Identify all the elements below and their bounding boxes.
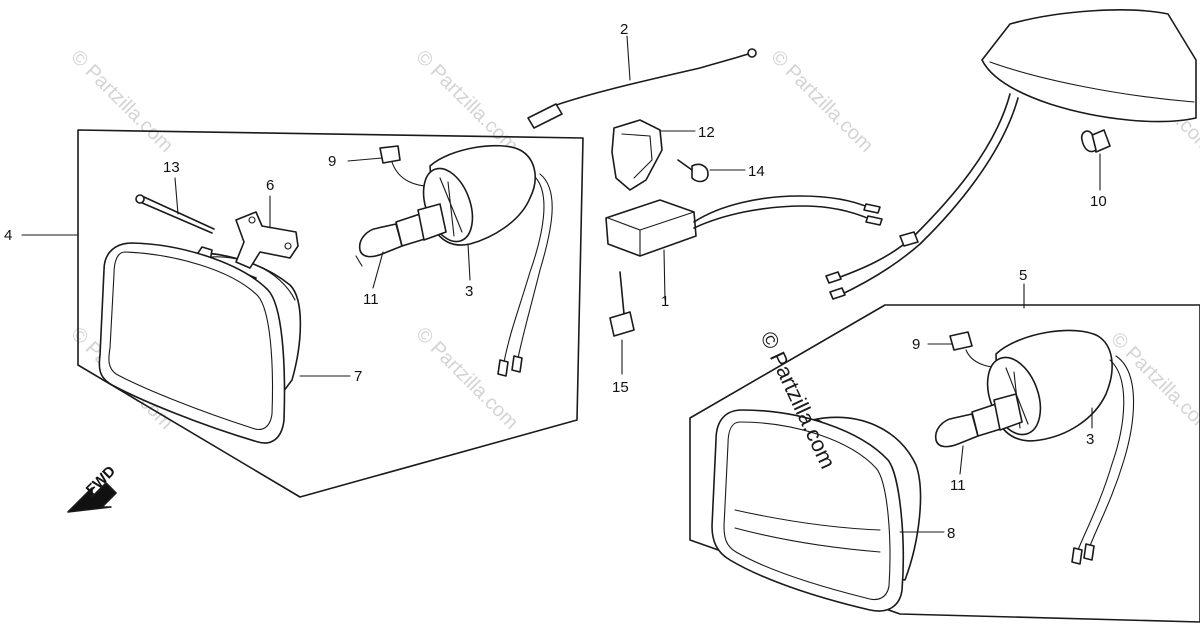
leader-9a <box>347 157 383 162</box>
leader-11b <box>959 445 964 475</box>
left-headlight-assembly <box>21 129 584 498</box>
bulb-connector <box>949 331 973 351</box>
watermark: © Partzilla.com <box>66 46 177 157</box>
right-assembly-boundary <box>689 304 1200 623</box>
indicator-lens-rim <box>989 61 1195 103</box>
leader-3a <box>467 243 471 281</box>
wire-clamp <box>611 119 663 191</box>
mounting-screw-shank <box>677 159 693 171</box>
callout-9-left: 9 <box>328 153 336 170</box>
watermark: © Partzilla.com <box>411 46 522 157</box>
callout-3-right: 3 <box>1086 431 1094 448</box>
watermark: © Partzilla.com <box>411 323 522 434</box>
indicator-wire-terminal <box>825 271 842 284</box>
leader-1 <box>663 249 666 301</box>
sub-harness-ring <box>747 48 757 58</box>
cotter-pin-eye <box>135 194 145 204</box>
relay-wire-terminal <box>865 215 883 226</box>
sub-harness-plug <box>527 103 563 129</box>
leader-13 <box>174 177 179 215</box>
callout-11-left: 11 <box>363 291 379 308</box>
leader-11a <box>372 251 384 289</box>
left-housing-rim <box>199 256 296 301</box>
wire-clamp-detail <box>621 133 653 179</box>
left-wire-terminal <box>497 359 509 377</box>
bulb-connector <box>379 145 401 164</box>
callout-7: 7 <box>354 368 362 385</box>
left-socket-inner <box>439 177 463 237</box>
watermark: © Partzilla.com <box>766 46 877 157</box>
relay-wire <box>693 195 871 223</box>
mount-grommet <box>609 311 635 337</box>
callout-1: 1 <box>661 293 669 310</box>
left-wire-terminal <box>511 355 523 373</box>
bracket-hole <box>284 242 292 250</box>
callout-14: 14 <box>748 163 765 180</box>
indicator-lens <box>981 9 1197 123</box>
callout-9-right: 9 <box>912 336 920 353</box>
indicator-lamp-group <box>825 9 1197 300</box>
mount-grommet-pin <box>619 271 625 315</box>
relay-unit-edge <box>607 211 695 257</box>
leader-2 <box>626 35 631 81</box>
fwd-arrow-icon <box>67 482 117 513</box>
callout-6: 6 <box>266 177 274 194</box>
right-bulb-flange <box>993 393 1023 431</box>
indicator-bulb-glass <box>1080 130 1097 153</box>
left-halogen-bulb <box>358 223 403 258</box>
callout-11-right: 11 <box>950 477 966 494</box>
relay-unit <box>605 199 697 257</box>
callout-5: 5 <box>1019 267 1027 284</box>
callout-10: 10 <box>1090 193 1107 210</box>
left-headlight-lens <box>98 242 286 444</box>
callout-8: 8 <box>947 525 955 542</box>
right-socket-wire <box>1089 355 1135 547</box>
forward-direction-indicator: FWD <box>67 463 119 513</box>
center-parts <box>527 35 883 375</box>
right-headlight-lens <box>711 409 904 612</box>
left-lens-inner-edge <box>108 251 274 431</box>
right-lens-inner-edge <box>723 421 891 601</box>
right-lens-pattern <box>734 509 881 553</box>
relay-wire <box>693 205 873 229</box>
callout-labels: 2 12 14 1 15 13 6 4 9 11 3 7 10 5 9 3 11… <box>4 21 1107 542</box>
headlight-bracket <box>235 211 299 269</box>
left-assembly-boundary <box>77 129 584 498</box>
watermark: © Partzilla.com <box>1106 328 1200 439</box>
right-wire-terminal <box>1083 543 1095 561</box>
relay-wire-terminal <box>863 203 881 214</box>
left-socket-wire <box>517 173 553 359</box>
indicator-wire <box>831 93 1011 281</box>
right-wire-terminal <box>1071 547 1083 565</box>
callout-12: 12 <box>698 124 715 141</box>
callout-3-left: 3 <box>465 283 473 300</box>
sub-harness-wire <box>547 53 749 109</box>
left-bulb-tip <box>355 255 363 267</box>
right-halogen-bulb <box>934 413 979 448</box>
bracket-hole <box>248 216 256 224</box>
indicator-wire-terminal <box>829 287 846 300</box>
left-bulb-flange <box>417 203 447 241</box>
mounting-screw <box>691 163 709 183</box>
callout-13: 13 <box>163 159 180 176</box>
left-socket-wire <box>503 177 545 363</box>
right-socket-wire <box>1077 359 1125 551</box>
cotter-pin <box>139 196 215 234</box>
indicator-wire <box>837 97 1019 297</box>
callout-15: 15 <box>612 379 629 396</box>
callout-2: 2 <box>620 21 628 38</box>
indicator-wire-grommet <box>899 231 919 247</box>
callout-4: 4 <box>4 227 12 244</box>
